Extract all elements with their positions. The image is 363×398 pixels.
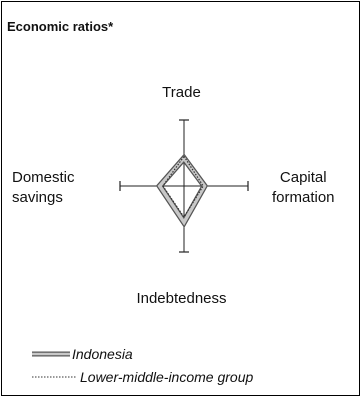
chart-title: Economic ratios* [7,19,114,34]
axis-label-indebtedness: Indebtedness [136,290,227,307]
axis-label-capital-formation-line2: formation [272,189,335,206]
axis-label-domestic-savings: Domestic savings [12,168,75,208]
axis-label-trade: Trade [162,84,201,101]
legend-label-lower-middle-income: Lower-middle-income group [80,369,254,385]
series-indonesia-polygon [157,155,207,226]
series-indonesia-outline [155,153,209,229]
axis-label-capital-formation: Capital formation [272,168,335,208]
axis-label-capital-formation-line1: Capital [279,169,327,186]
legend-label-indonesia: Indonesia [72,346,133,362]
axis-label-domestic-savings-line2: savings [12,189,63,206]
series-lower-middle-income-polygon [162,155,204,219]
axis-label-domestic-savings-line1: Domestic [12,169,75,186]
